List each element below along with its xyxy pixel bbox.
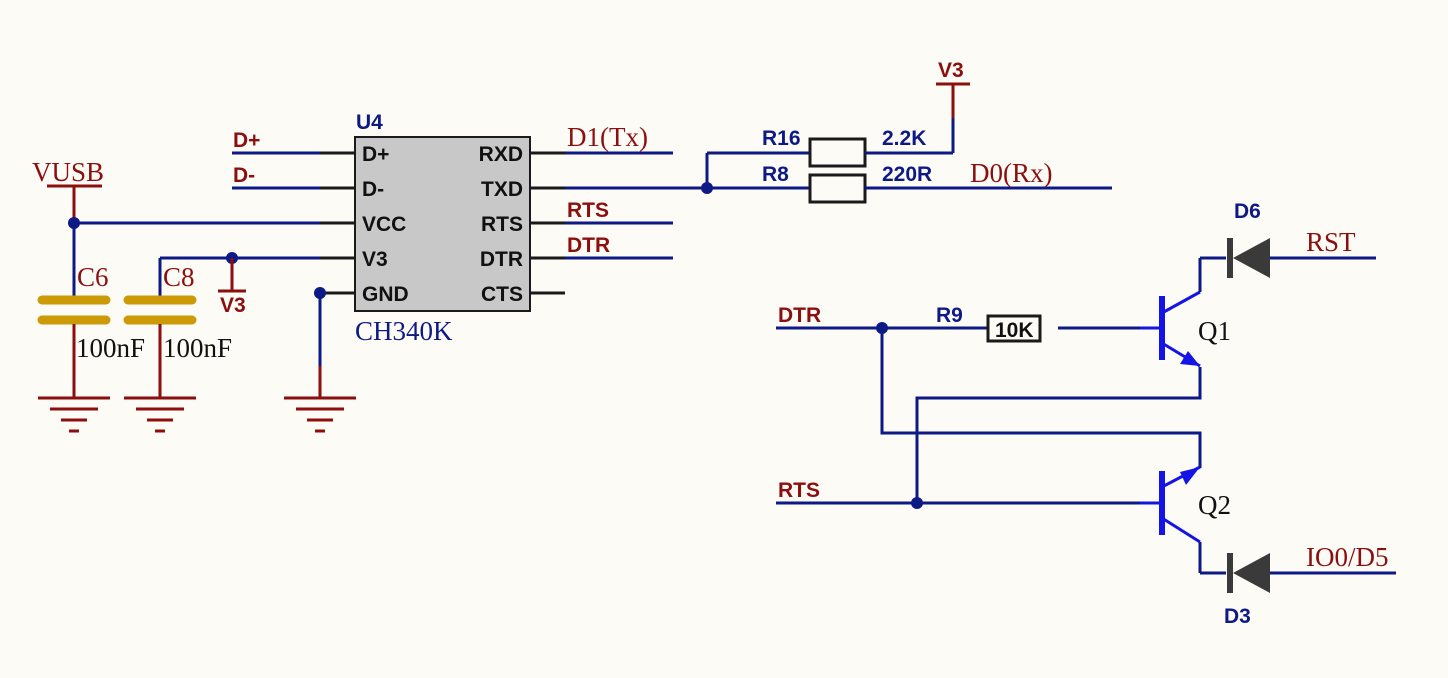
transistor-ref-q2: Q2 [1198, 490, 1231, 520]
q1-collector [1161, 290, 1201, 315]
diode-d6: D6 [1227, 200, 1270, 278]
cap-ref-c8: C8 [163, 262, 195, 292]
ic-pin-label-dtr: DTR [480, 248, 523, 271]
resistor-r16 [808, 137, 867, 168]
ic-pin-label-vcc: VCC [362, 213, 406, 236]
cap-ref-c6: C6 [77, 262, 109, 292]
resistor-ref-r16: R16 [762, 127, 801, 150]
net-label-rx: D0(Rx) [970, 158, 1053, 188]
junction-dot-vcc [68, 217, 80, 229]
diode-ref-d6: D6 [1234, 200, 1261, 223]
ic-pin-label-dplus: D+ [362, 143, 389, 166]
net-label-io0: IO0/D5 [1306, 542, 1389, 572]
net-label-v3-top: V3 [938, 59, 964, 82]
wire-rts-to-q1-emitter [915, 367, 1202, 503]
junction-dot-gnd [314, 287, 326, 299]
ic-part-name: CH340K [355, 316, 453, 346]
net-label-dtr-ic: DTR [567, 234, 610, 257]
d6-triangle [1233, 238, 1270, 278]
resistor-value-r8: 220R [882, 163, 932, 186]
ic-pin-label-dminus: D- [362, 178, 384, 201]
q1-emitter-arrow [1180, 351, 1200, 366]
net-label-rts-in: RTS [778, 479, 820, 502]
transistor-q1: Q1 [1140, 290, 1231, 368]
diode-d3: D3 [1224, 553, 1270, 628]
resistor-r9 [986, 314, 1042, 343]
net-label-dtr-in: DTR [778, 304, 821, 327]
net-label-v3-cap: V3 [220, 294, 246, 317]
net-label-vusb: VUSB [32, 157, 104, 187]
net-label-dplus: D+ [233, 129, 260, 152]
resistor-value-r9: 10K [995, 319, 1034, 342]
diode-ref-d3: D3 [1224, 605, 1251, 628]
cap-value-c6: 100nF [76, 333, 145, 363]
resistor-r8 [808, 173, 867, 204]
transistor-ref-q1: Q1 [1198, 316, 1231, 346]
resistor-value-r16: 2.2K [882, 127, 926, 150]
ic-pin-label-gnd: GND [362, 283, 409, 306]
resistor-ref-r8: R8 [762, 163, 789, 186]
cap-value-c8: 100nF [163, 333, 232, 363]
transistor-q2: Q2 [1140, 465, 1231, 544]
net-label-rts-ic: RTS [567, 199, 609, 222]
net-label-tx: D1(Tx) [567, 122, 648, 152]
capacitor-c6: C6 100nF [37, 262, 145, 433]
ic-pin-label-txd: TXD [481, 178, 523, 201]
ic-ch340k: U4 CH340K D+ D- VCC V3 GND RXD TXD RTS D… [320, 111, 565, 346]
wire-dtr-to-q2-emitter [880, 328, 1202, 468]
net-label-dminus: D- [233, 164, 255, 187]
ic-body [354, 136, 531, 312]
d3-triangle [1233, 553, 1270, 593]
ic-pin-label-v3: V3 [362, 248, 388, 271]
q2-emitter-arrow [1180, 467, 1200, 485]
ic-designator: U4 [356, 111, 383, 134]
ic-pin-label-rxd: RXD [479, 143, 523, 166]
ic-pin-label-rts: RTS [481, 213, 523, 236]
q2-collector [1161, 516, 1201, 544]
capacitor-c8: C8 100nF [123, 262, 232, 433]
resistor-ref-r9: R9 [936, 304, 963, 327]
junction-dot-txd [701, 182, 713, 194]
net-label-rst: RST [1306, 227, 1356, 257]
ic-pin-label-cts: CTS [481, 283, 523, 306]
ground-symbol-ic [284, 396, 356, 433]
